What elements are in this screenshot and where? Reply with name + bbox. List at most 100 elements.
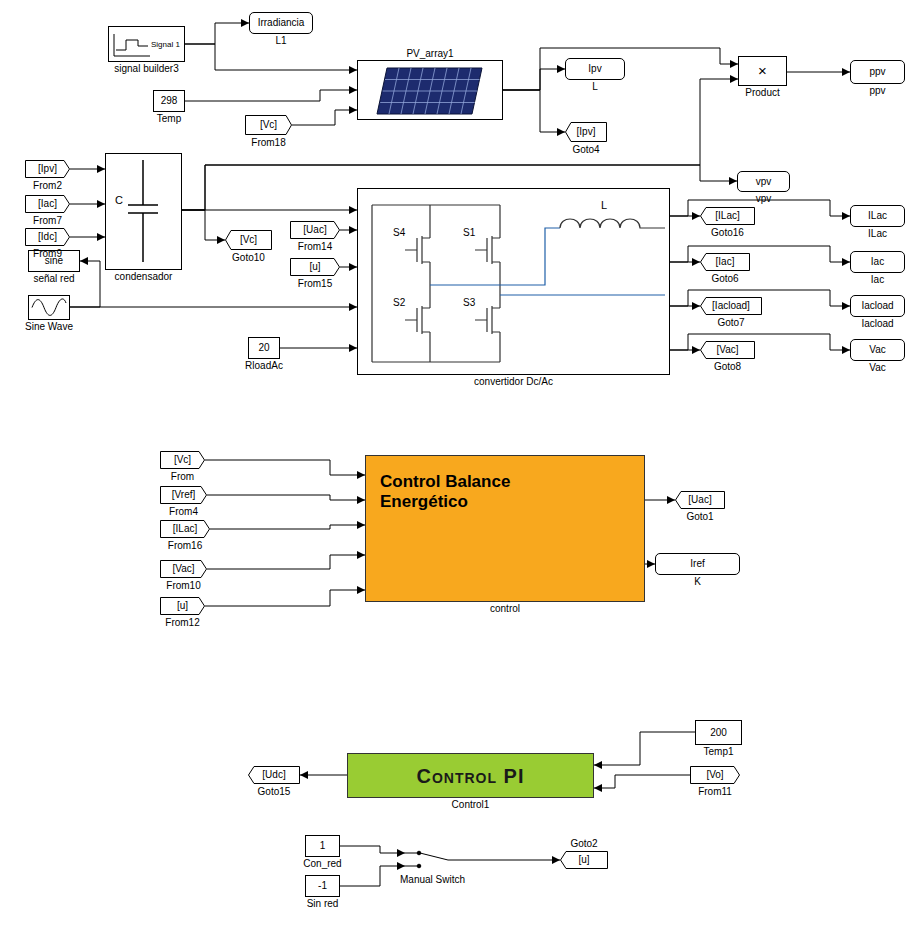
signal-line: [340, 846, 405, 853]
block-text: [Vo]: [706, 769, 723, 781]
signal-line: [594, 775, 690, 788]
block-text: [Vac]: [172, 563, 194, 575]
block-name: Goto16: [711, 227, 744, 239]
signal-line: [645, 564, 655, 565]
block-text: [Vc]: [260, 119, 277, 131]
signal-builder-icon: [114, 34, 150, 56]
simulink-block: Sine Wave: [28, 295, 70, 320]
block-text: [u]: [309, 261, 320, 273]
block-text: [Ipv]: [38, 163, 57, 175]
simulink-block: 298Temp: [153, 90, 185, 112]
from-tag: [Vc]From: [160, 451, 205, 469]
signal-line: [670, 334, 850, 350]
block-name: condensador: [115, 271, 173, 283]
goto-tag: [Vac]Goto8: [700, 341, 755, 359]
signal-line: [185, 90, 357, 101]
signal-line: [210, 525, 365, 529]
outport-block: IacloadIacload: [850, 295, 905, 317]
tag-shape: [291, 259, 340, 276]
outport-block: ppvppv: [850, 60, 905, 84]
switch-block: Manual Switch: [405, 848, 460, 872]
block-text: Vac: [869, 344, 886, 356]
from-tag: [Idc]From9: [25, 228, 70, 246]
block-text: [ILac]: [173, 523, 197, 535]
block-text: [Vc]: [174, 454, 191, 466]
goto-tag: [u]Goto2: [560, 851, 608, 869]
goto-tag: [Iac]Goto6: [700, 253, 750, 271]
block-text: 1: [320, 840, 326, 852]
tag-shape: [701, 298, 762, 315]
block-text: [Vac]: [716, 344, 738, 356]
block-text: [Vref]: [172, 489, 196, 501]
signal-line: [503, 48, 738, 90]
tag-shape: [161, 561, 207, 578]
from-tag: [Iac]From7: [25, 195, 70, 213]
goto-tag: [ILac]Goto16: [700, 207, 755, 225]
outport-block: IpvL: [565, 58, 625, 80]
signal-line: [503, 90, 565, 132]
signal-line: [205, 460, 365, 475]
outport-block: IrefK: [655, 553, 740, 575]
block-text: [Uac]: [688, 494, 711, 506]
block-name: Goto4: [572, 144, 599, 156]
tag-shape: [161, 598, 205, 615]
signal-line: [340, 230, 357, 231]
simulink-block: LS4S1S2S3convertidor Dc/Ac: [357, 188, 670, 375]
block-text: [Idc]: [38, 231, 57, 243]
signal-line: [280, 348, 357, 349]
block-name: Iac: [871, 274, 884, 286]
goto-tag: [Iacload]Goto7: [700, 297, 762, 315]
from-tag: [u]From15: [290, 258, 340, 276]
block-text: L: [601, 199, 607, 212]
signal-line: [594, 732, 695, 765]
signal-line: [340, 866, 405, 886]
signal-line: [460, 860, 560, 861]
block-text: 200: [710, 727, 727, 739]
outport-block: VacVac: [850, 339, 905, 361]
block-text: Ipv: [588, 63, 601, 75]
simulink-block: Ccondensador: [105, 153, 182, 270]
signal-line: [182, 210, 225, 240]
block-name: convertidor Dc/Ac: [474, 376, 553, 388]
block-name: K: [694, 576, 701, 588]
tag-shape: [26, 196, 70, 213]
tag-shape: [226, 231, 272, 250]
block-text: 298: [161, 95, 178, 107]
block-name: Temp: [157, 113, 181, 125]
signal-line: [182, 210, 357, 211]
block-name: Iacload: [861, 318, 893, 330]
simulink-block: 200Temp1: [695, 720, 742, 745]
simulink-block: Signal 1signal builder3: [108, 26, 185, 62]
signal-line: [340, 267, 357, 268]
block-text: [Iac]: [716, 256, 735, 268]
block-name: señal red: [33, 273, 74, 285]
from-tag: [Vo]From11: [690, 766, 740, 784]
signal-line: [787, 72, 850, 73]
block-name: Goto6: [711, 273, 738, 285]
block-name: From4: [169, 506, 198, 518]
from-tag: [Ipv]From2: [25, 160, 70, 178]
block-name: Temp1: [703, 746, 733, 758]
sine-wave-icon: [32, 299, 66, 315]
outport-block: IacIac: [850, 251, 905, 273]
signal-line: [670, 246, 850, 262]
block-name: From11: [698, 786, 732, 798]
goto-tag: [Ipv]Goto4: [565, 122, 607, 142]
block-name: From14: [298, 241, 332, 253]
pi-subsystem: Control PIControl1: [347, 753, 594, 798]
block-name: control: [490, 603, 520, 615]
simulink-block: 20RloadAc: [248, 337, 280, 359]
block-name: L1: [275, 35, 286, 47]
block-name: From: [171, 471, 194, 483]
signal-line: [70, 307, 357, 308]
signal-line: [207, 555, 365, 569]
block-text: sine: [45, 255, 63, 267]
tag-shape: [161, 452, 205, 469]
tag-shape: [246, 116, 292, 135]
block-text: ×: [758, 62, 767, 79]
block-name: vpv: [756, 193, 772, 205]
from-tag: [Vref]From4: [160, 486, 207, 504]
tag-shape: [26, 229, 70, 246]
block-name: RloadAc: [245, 360, 283, 372]
block-text: [u]: [177, 600, 188, 612]
